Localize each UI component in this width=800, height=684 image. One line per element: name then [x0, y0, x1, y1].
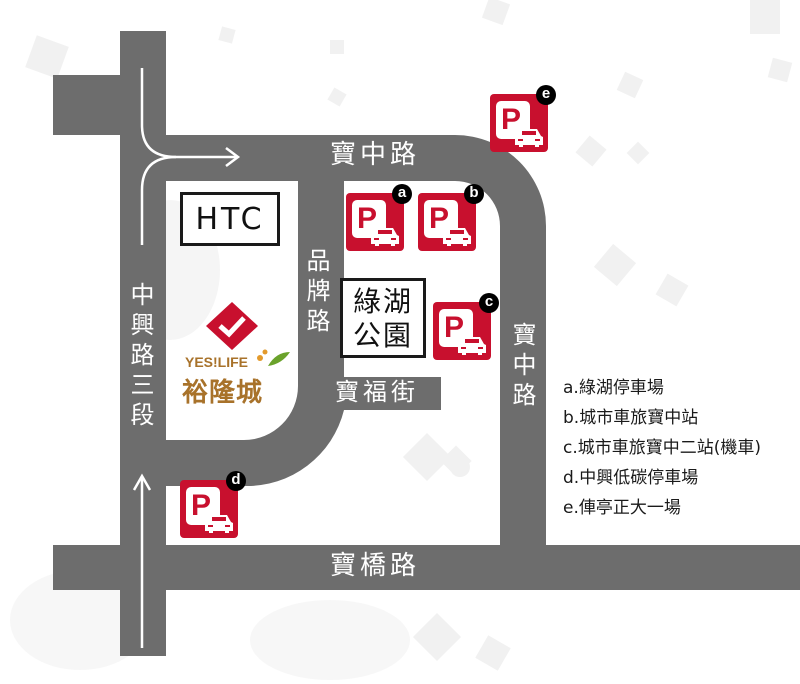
road-baoqiao: [53, 545, 800, 590]
parking-legend: a.綠湖停車場 b.城市車旅寶中站 c.城市車旅寶中二站(機車) d.中興低碳停…: [563, 376, 761, 526]
road-pinpai: [166, 181, 344, 487]
parking-badge-a: a: [392, 184, 412, 204]
car-icon: [515, 129, 543, 147]
road-label-zhongxing-sec3: 中興路三段: [126, 282, 154, 432]
road-cross-arm: [53, 75, 123, 135]
road-label-baozhong-right: 寶中路: [508, 322, 536, 412]
parking-p-icon: P: [424, 200, 458, 238]
yeslife-logo: YES!LIFE 裕隆城: [180, 300, 290, 410]
landmark-htc: HTC: [180, 192, 280, 246]
car-icon: [205, 515, 233, 533]
parking-marker-c[interactable]: P c: [433, 293, 499, 360]
parking-badge-c: c: [479, 293, 499, 313]
parking-marker-b[interactable]: P b: [418, 184, 484, 251]
legend-item-c: c.城市車旅寶中二站(機車): [563, 438, 762, 458]
parking-marker-e[interactable]: P e: [490, 85, 556, 152]
parking-marker-d[interactable]: P d: [180, 471, 246, 538]
road-baozhong: [120, 135, 546, 548]
yeslife-logo-en: YES!LIFE: [185, 354, 249, 370]
parking-badge-b: b: [464, 184, 484, 204]
parking-marker-a[interactable]: P a: [346, 184, 412, 251]
road-baofu: [330, 377, 441, 410]
direction-arrows: [132, 68, 241, 648]
legend-item-b: b.城市車旅寶中站: [563, 408, 699, 428]
yeslife-emblem-icon: [206, 302, 258, 350]
landmark-lulake-park: 綠湖公園: [340, 278, 426, 358]
legend-item-a: a.綠湖停車場: [563, 378, 664, 398]
car-icon: [443, 228, 471, 246]
car-icon: [371, 228, 399, 246]
yeslife-logo-zh: 裕隆城: [182, 378, 264, 408]
road-label-pinpai: 品牌路: [302, 248, 330, 338]
road-label-baofu: 寶福街: [335, 378, 419, 406]
legend-item-e: e.俥亭正大一場: [563, 498, 681, 518]
parking-badge-e: e: [536, 85, 556, 105]
legend-item-d: d.中興低碳停車場: [563, 468, 699, 488]
parking-badge-d: d: [226, 471, 246, 491]
road-label-baozhong-top: 寶中路: [330, 140, 421, 170]
roads: [53, 31, 800, 656]
road-label-baoqiao: 寶橋路: [330, 551, 421, 581]
leaf-icon: [257, 349, 290, 366]
car-icon: [458, 337, 486, 355]
